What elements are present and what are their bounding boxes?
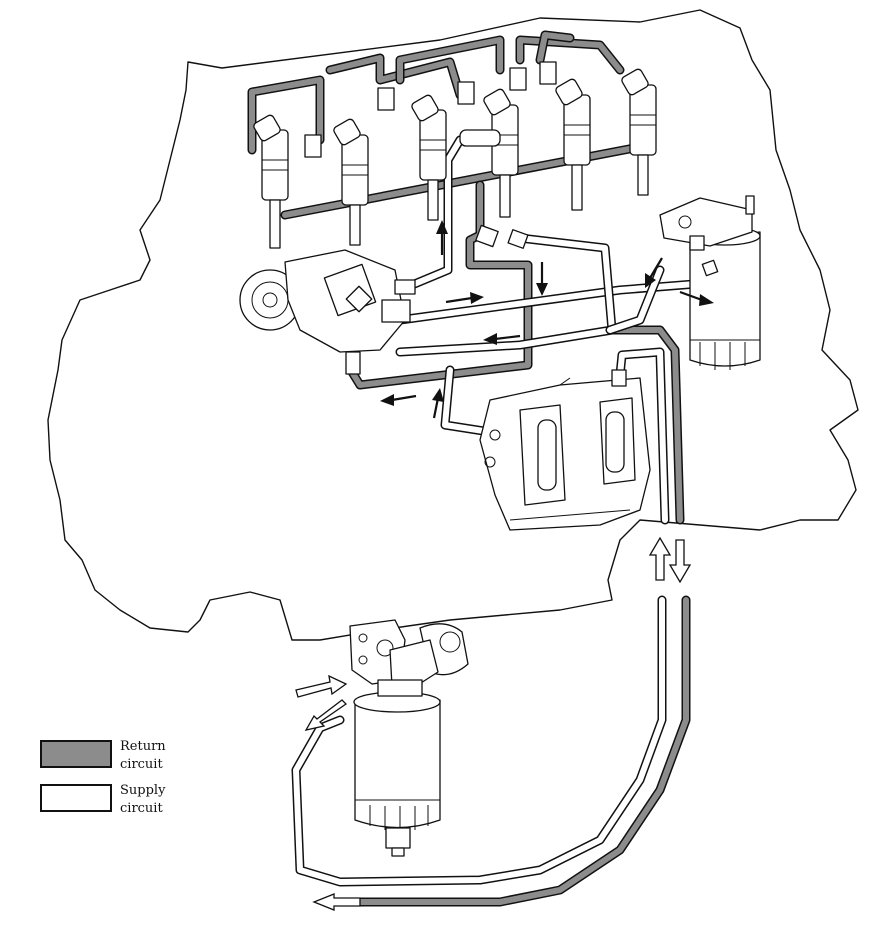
tee-fitting (475, 224, 529, 249)
flow-arrow-icon (483, 333, 521, 345)
secondary-fuel-filter-icon (659, 195, 761, 370)
legend-item-return: Return circuit (40, 738, 180, 778)
flow-arrow-icon (536, 262, 548, 296)
rail-fittings (304, 61, 557, 158)
primary-fuel-filter-icon (349, 619, 469, 857)
supply-up-arrow-icon (648, 536, 672, 581)
return-tank-arrow-icon (312, 893, 361, 911)
fuel-injector-icon (621, 68, 657, 196)
return-down-arrow-icon (668, 539, 692, 584)
inlet-arrow-icon (295, 674, 348, 698)
legend-item-supply: Supply circuit (40, 782, 180, 822)
high-pressure-pump-icon (239, 249, 416, 375)
flow-arrow-icon (645, 257, 663, 288)
outlet-arrow-icon (304, 699, 348, 731)
flow-arrow-icon (445, 292, 484, 304)
flow-arrow-icon (679, 290, 714, 306)
return-circuit-pipes (247, 30, 691, 907)
fuel-injector-icon (253, 114, 289, 249)
legend: Return circuit Supply circuit (40, 738, 180, 828)
flow-arrow-icon (432, 388, 444, 419)
flow-arrow-icon (380, 394, 417, 406)
legend-label-return: Return circuit (120, 739, 166, 772)
fuel-injector-icon (411, 94, 447, 221)
flow-arrow-icon (436, 220, 448, 255)
return-circuit-swatch (40, 740, 112, 768)
fuel-injector-icon (333, 118, 369, 246)
engine-block-outline (47, 9, 859, 641)
fuel-injector-icon (555, 78, 591, 211)
ecu-icon (479, 369, 651, 531)
legend-label-supply: Supply circuit (120, 783, 166, 816)
supply-circuit-swatch (40, 784, 112, 812)
fuel-injector-icon (483, 88, 519, 218)
